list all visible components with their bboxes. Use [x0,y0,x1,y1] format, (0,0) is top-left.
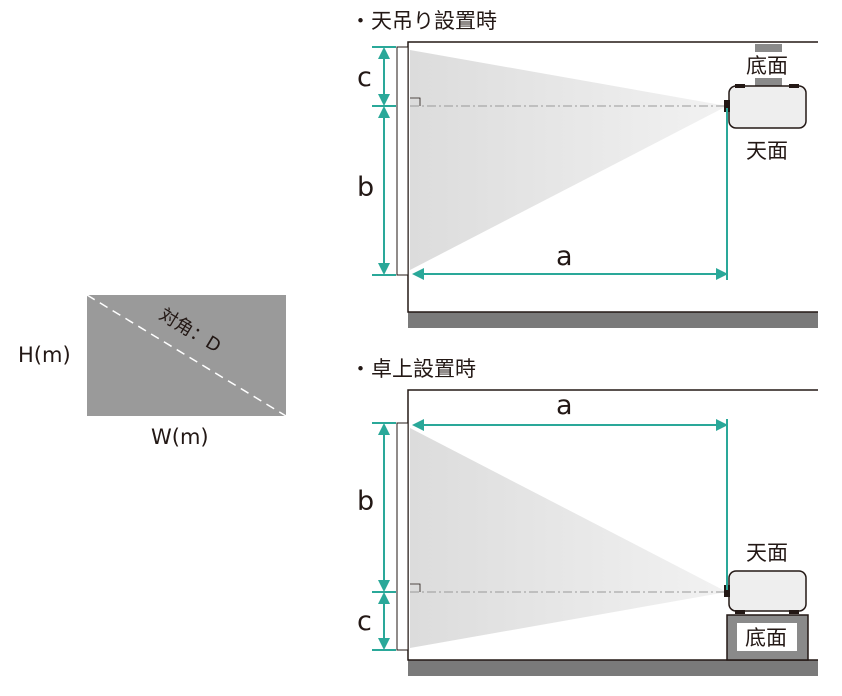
ceiling-floor [408,312,818,328]
ceiling-dim-b-arrow-bottom [378,263,390,275]
ceiling-label-c: c [357,62,372,93]
ceiling-right-angle-mark [410,97,421,106]
ceiling-dim-a-arrow-right [716,268,728,280]
ceiling-installation-diagram: ・天吊り設置時 底面 天面 [350,9,818,328]
ceiling-label-b: b [357,172,374,203]
desk-projector-foot [789,610,799,614]
screen-size-diagram: 対角：D H(m) W(m) [18,294,287,449]
ceiling-label-a: a [556,241,573,272]
desk-dim-c-arrow-bottom [378,638,390,650]
ceiling-projection-beam [410,50,727,270]
screen-width-label: W(m) [151,425,209,449]
desk-floor [408,660,818,676]
desk-dim-a-arrow-right [716,419,728,431]
desk-dim-a-arrow-left [412,419,424,431]
desk-installation-diagram: ・卓上設置時 底面 天面 [350,357,818,676]
ceiling-dim-c-arrow-top [378,47,390,59]
screen-height-label: H(m) [18,343,71,367]
ceiling-dim-b-arrow-top [378,106,390,118]
ceiling-label-bg [742,52,794,78]
desk-screen [396,422,409,651]
desk-projection-beam [410,428,727,648]
ceiling-dim-c-arrow-bottom [378,94,390,106]
ceiling-projector-foot [789,84,799,88]
ceiling-bottom-face-label: 底面 [746,54,788,78]
desk-installation-title: ・卓上設置時 [350,357,476,381]
ceiling-top-face-label: 天面 [746,139,788,163]
desk-projector-body [728,570,807,612]
desk-projector-lens [724,585,730,597]
desk-stand-label-bg [737,623,797,651]
desk-right-angle-mark [410,583,421,592]
desk-dim-c-arrow-top [378,592,390,604]
ceiling-screen [396,46,409,276]
desk-label-a: a [556,390,573,421]
desk-projector-foot [735,610,745,614]
desk-top-face-label: 天面 [746,541,788,565]
desk-bottom-face-label: 底面 [745,626,787,650]
desk-dim-b-arrow-top [378,423,390,435]
desk-label-c: c [357,606,372,637]
desk-label-b: b [357,486,374,517]
ceiling-projector-foot [735,84,745,88]
desk-dim-b-arrow-bottom [378,580,390,592]
screen-diagonal-line [86,294,287,417]
ceiling-projector-body [728,85,807,129]
ceiling-projector-lens [724,100,730,112]
ceiling-dim-a-arrow-left [412,268,424,280]
ceiling-installation-title: ・天吊り設置時 [350,9,497,33]
